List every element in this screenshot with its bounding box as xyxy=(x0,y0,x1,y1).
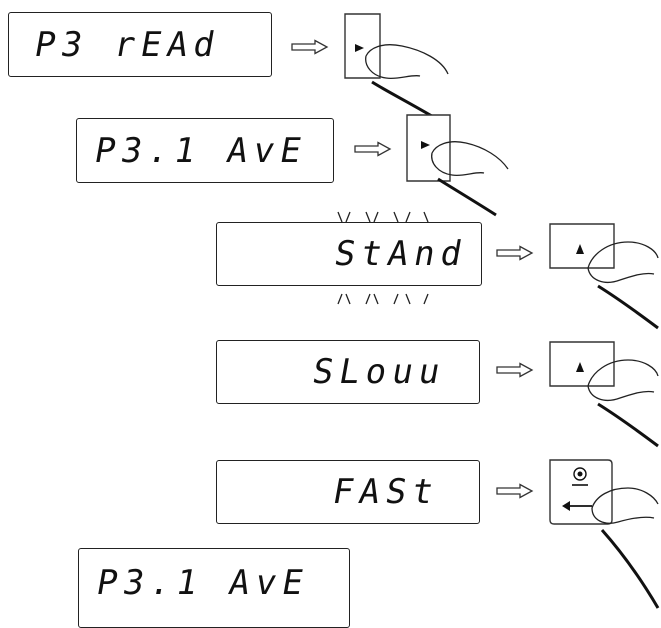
display-p3-1-ave: P3.1 AvE xyxy=(76,118,334,183)
display-p3-read: P3 rEAd xyxy=(8,12,272,77)
enter-key-press-icon[interactable] xyxy=(546,458,660,610)
display-fast: FASt xyxy=(216,460,480,524)
display-stand: StAnd xyxy=(216,222,482,286)
up-key-press-icon[interactable] xyxy=(548,220,660,330)
display-text: SLouu xyxy=(309,352,449,392)
arrow-right-icon xyxy=(496,362,534,378)
display-text: P3.1 AvE xyxy=(91,130,311,171)
blink-marks-icon xyxy=(337,211,429,305)
display-slow: SLouu xyxy=(216,340,480,404)
right-key-press-icon[interactable] xyxy=(342,12,452,124)
arrow-right-icon xyxy=(291,39,329,55)
arrow-right-icon xyxy=(354,141,392,157)
right-key-press-icon[interactable] xyxy=(404,113,514,223)
display-p3-1-ave-final: P3.1 AvE xyxy=(78,548,350,628)
arrow-right-icon xyxy=(496,245,534,261)
display-text: FASt xyxy=(329,472,443,512)
display-text: P3 rEAd xyxy=(31,24,224,65)
up-key-press-icon[interactable] xyxy=(548,338,660,448)
arrow-right-icon xyxy=(496,483,534,499)
display-text: P3.1 AvE xyxy=(93,563,313,603)
